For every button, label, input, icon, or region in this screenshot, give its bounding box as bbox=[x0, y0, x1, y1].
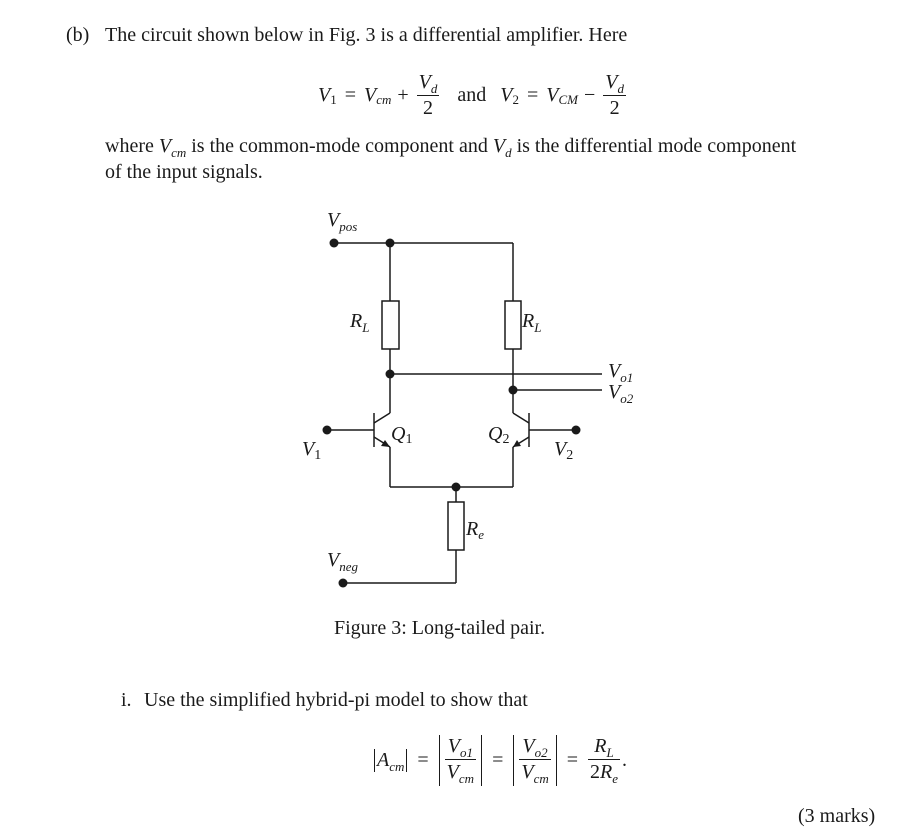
equals-sign: = bbox=[527, 83, 539, 106]
junction-dot bbox=[385, 238, 395, 248]
v1-symbol: V bbox=[318, 83, 331, 106]
v1-label: V1 bbox=[302, 438, 321, 463]
marks-label: (3 marks) bbox=[798, 805, 876, 827]
vcm-symbol: V bbox=[158, 135, 172, 157]
vpos-label: Vpos bbox=[327, 209, 357, 234]
question-number: i. bbox=[121, 689, 132, 711]
equals-sign: = bbox=[566, 748, 579, 771]
rl-symbol: R bbox=[594, 734, 607, 757]
q2-label: Q2 bbox=[488, 423, 509, 447]
denominator: 2 bbox=[603, 94, 626, 120]
vCM-subscript: CM bbox=[558, 92, 579, 107]
v2-label: V2 bbox=[554, 438, 573, 463]
period: . bbox=[622, 748, 628, 771]
denominator: 2 bbox=[416, 94, 440, 120]
vo1-label: Vo1 bbox=[608, 360, 633, 385]
v1-subscript: 1 bbox=[330, 92, 337, 107]
vo2-over-vcm: Vo2 Vcm bbox=[519, 734, 551, 786]
vo2-subscript: o2 bbox=[534, 744, 548, 760]
vd-symbol: V bbox=[418, 70, 431, 93]
rl-subscript: L bbox=[606, 744, 614, 760]
equals-sign: = bbox=[492, 748, 504, 771]
vd-over-2-fraction: Vd 2 bbox=[416, 70, 440, 120]
junction-dot bbox=[385, 369, 395, 379]
vo1-symbol: V bbox=[447, 734, 460, 757]
vcm-subscript: cm bbox=[458, 770, 475, 786]
vo2-over-vcm-abs: Vo2 Vcm bbox=[513, 734, 557, 786]
vo1-over-vcm: Vo1 Vcm bbox=[444, 734, 477, 786]
re-subscript: e bbox=[612, 770, 619, 786]
vcm-symbol: V bbox=[521, 760, 534, 783]
vpos-terminal bbox=[329, 238, 339, 248]
acm-subscript: cm bbox=[389, 758, 405, 774]
rl-over-2re: RL 2Re bbox=[588, 734, 621, 786]
vcm-subscript: cm bbox=[376, 92, 392, 107]
vd-symbol: V bbox=[605, 70, 618, 93]
v1-terminal bbox=[322, 425, 332, 435]
v2-terminal bbox=[571, 425, 581, 435]
rl-right-label: RL bbox=[521, 310, 541, 335]
vo2-symbol: V bbox=[522, 734, 535, 757]
vcm-symbol: V bbox=[446, 760, 459, 783]
vcm-subscript: cm bbox=[171, 145, 187, 160]
minus-sign: − bbox=[584, 83, 596, 106]
v2-symbol: V bbox=[500, 83, 513, 106]
vCM-symbol: V bbox=[546, 83, 559, 106]
equals-sign: = bbox=[344, 83, 356, 106]
acm-abs: Acm bbox=[374, 748, 408, 774]
re-label: Re bbox=[465, 518, 484, 542]
re-symbol: R bbox=[600, 760, 613, 783]
question-text: Use the simplified hybrid-pi model to sh… bbox=[144, 689, 528, 711]
rl-left-label: RL bbox=[349, 310, 369, 335]
acm-symbol: A bbox=[377, 748, 390, 771]
junction-dot bbox=[451, 482, 461, 492]
vd-subscript: d bbox=[430, 80, 438, 96]
vd-subscript: d bbox=[617, 80, 625, 96]
vcm-symbol: V bbox=[364, 83, 377, 106]
vo2-label: Vo2 bbox=[608, 381, 634, 406]
vd-subscript: d bbox=[505, 145, 512, 160]
coefficient: 2 bbox=[590, 760, 601, 783]
text: is the differential mode component bbox=[511, 135, 797, 157]
q1-label: Q1 bbox=[391, 423, 412, 447]
vd-over-2-fraction: Vd 2 bbox=[603, 71, 626, 120]
description-line-1: where Vcm is the common-mode component a… bbox=[105, 134, 796, 160]
part-label: (b) bbox=[66, 24, 90, 46]
vneg-label: Vneg bbox=[327, 549, 358, 574]
figure-caption: Figure 3: Long-tailed pair. bbox=[334, 617, 546, 639]
description-line-2: of the input signals. bbox=[105, 161, 263, 183]
q2-emitter-arrow bbox=[513, 440, 521, 447]
q1-emitter-arrow bbox=[381, 440, 390, 447]
text: where bbox=[105, 135, 159, 157]
junction-dot bbox=[508, 385, 518, 395]
v2-subscript: 2 bbox=[512, 92, 520, 107]
vcm-subscript: cm bbox=[533, 770, 549, 786]
equals-sign: = bbox=[417, 748, 429, 771]
plus-sign: + bbox=[397, 83, 409, 106]
and-text: and bbox=[457, 83, 487, 106]
text: is the common-mode component and bbox=[186, 135, 493, 157]
vo1-over-vcm-abs: Vo1 Vcm bbox=[438, 734, 483, 786]
common-mode-gain-equation: Acm = Vo1 Vcm = Vo2 Vcm = RL 2Re . bbox=[372, 730, 627, 790]
vneg-terminal bbox=[338, 578, 348, 588]
intro-text: The circuit shown below in Fig. 3 is a d… bbox=[105, 24, 628, 46]
vo1-subscript: o1 bbox=[459, 744, 473, 760]
vd-symbol: V bbox=[492, 135, 506, 157]
